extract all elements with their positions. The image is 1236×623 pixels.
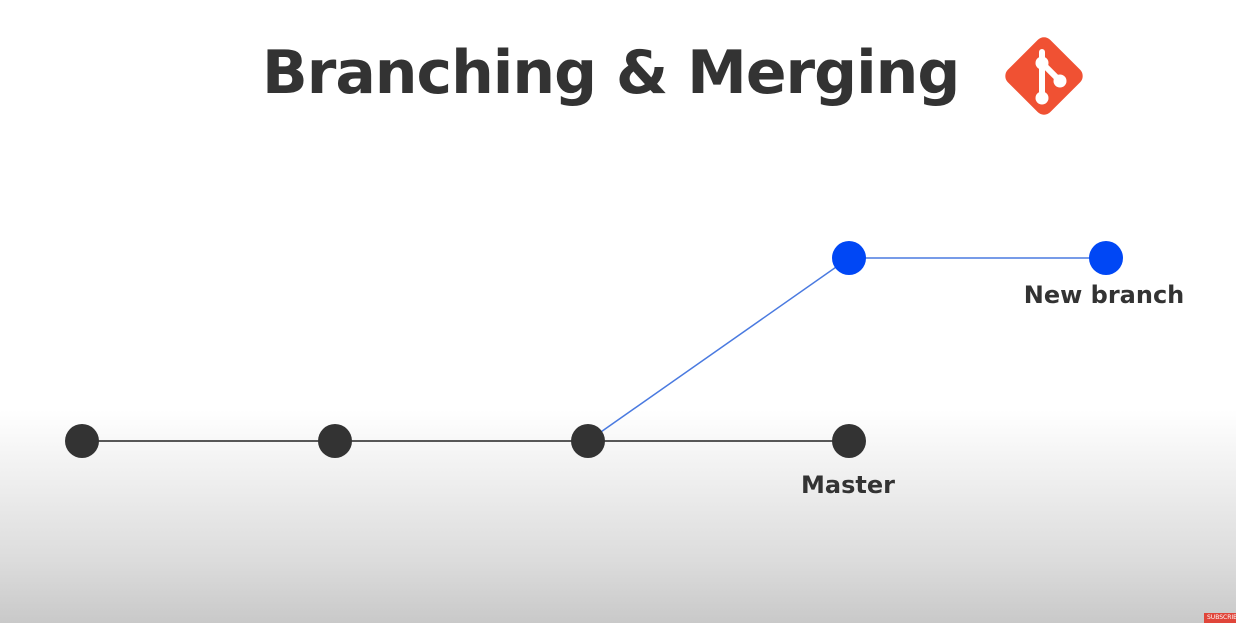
page-title: Branching & Merging — [262, 38, 960, 108]
branch-connector-line — [587, 257, 850, 442]
subscribe-badge[interactable]: SUBSCRIBE — [1204, 613, 1236, 623]
master-commit-3 — [571, 424, 605, 458]
git-logo-icon — [1005, 37, 1083, 115]
master-commit-4 — [832, 424, 866, 458]
new-branch-label: New branch — [1024, 281, 1185, 309]
branch-commit-2 — [1089, 241, 1123, 275]
master-commit-1 — [65, 424, 99, 458]
branch-commit-1 — [832, 241, 866, 275]
title-wrap: Branching & Merging — [262, 30, 960, 116]
master-label: Master — [801, 471, 895, 499]
master-commit-2 — [318, 424, 352, 458]
